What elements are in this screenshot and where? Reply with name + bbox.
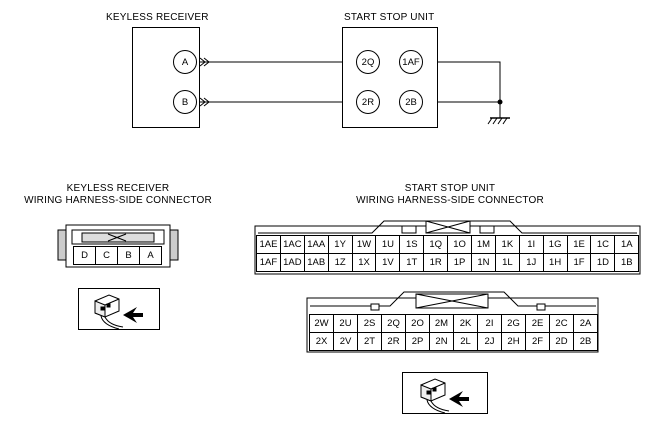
connector-pin-cell: 1AD bbox=[279, 253, 305, 272]
connector-pin-cell: 2F bbox=[525, 332, 550, 351]
ssu-pin-2b: 2B bbox=[399, 90, 423, 114]
connector-pin-cell: 1Z bbox=[327, 253, 353, 272]
connector-pin-cell: 2W bbox=[309, 314, 334, 333]
connector-pin-cell: 1Q bbox=[423, 235, 449, 254]
connector-plug-icon bbox=[94, 294, 143, 330]
keyless-receiver-title: KEYLESS RECEIVER bbox=[106, 12, 209, 23]
connector-pin-cell: 2M bbox=[429, 314, 454, 333]
ssu-connector-1-housing bbox=[254, 220, 641, 275]
connector-view-icon-frame bbox=[78, 288, 160, 330]
connector-pin-cell: 1E bbox=[566, 235, 592, 254]
connector-pin-cell: 2V bbox=[333, 332, 358, 351]
connector-pin-cell: 1U bbox=[375, 235, 401, 254]
connector-pin-cell: 2Q bbox=[381, 314, 406, 333]
keyless-connector-title-2: WIRING HARNESS-SIDE CONNECTOR bbox=[24, 195, 212, 206]
connector-pin-cell: 2D bbox=[549, 332, 574, 351]
keyless-connector-housing bbox=[57, 224, 179, 268]
connector-pin-cell: 1M bbox=[471, 235, 496, 254]
connector-pin-cell: 1AE bbox=[256, 235, 281, 254]
connector-pin-cell: 1AA bbox=[303, 235, 329, 254]
connector-pin-cell: 1L bbox=[494, 253, 520, 272]
connector-pin-cell: 2N bbox=[429, 332, 454, 351]
connector-pin-cell: 2R bbox=[381, 332, 406, 351]
keyless-connector-title-1: KEYLESS RECEIVER bbox=[66, 183, 170, 194]
connector-plug-icon bbox=[420, 378, 469, 414]
start-stop-unit-title: START STOP UNIT bbox=[344, 12, 435, 23]
connector-pin-cell: 1AF bbox=[256, 253, 281, 272]
connector-pin-cell: 2J bbox=[477, 332, 502, 351]
ground-icon bbox=[487, 117, 510, 125]
connector-pin-cell: 1AC bbox=[279, 235, 305, 254]
connector-pin-cell: 2T bbox=[357, 332, 382, 351]
keyless-pin-b: B bbox=[173, 90, 197, 114]
connector-pin-cell: 1G bbox=[542, 235, 568, 254]
connector-pin-cell: 1N bbox=[471, 253, 496, 272]
connector-pin-cell: 2B bbox=[573, 332, 598, 351]
connector-pin-cell: 2P bbox=[405, 332, 430, 351]
connector-pin-cell: 1Y bbox=[327, 235, 353, 254]
connector-pin-cell: 1J bbox=[518, 253, 544, 272]
ssu-pin-2q: 2Q bbox=[356, 50, 380, 74]
ssu-pin-2r: 2R bbox=[356, 90, 380, 114]
connector-pin-cell: 2A bbox=[573, 314, 598, 333]
connector-pin-cell: 2I bbox=[477, 314, 502, 333]
connector-pin-cell: 2L bbox=[453, 332, 478, 351]
connector-view-icon-frame-2 bbox=[402, 372, 488, 414]
ssu-connector-title-2: WIRING HARNESS-SIDE CONNECTOR bbox=[356, 195, 544, 206]
connector-pin-cell: 1I bbox=[518, 235, 544, 254]
connector-pin-cell: 2E bbox=[525, 314, 550, 333]
connector-pin-cell: 1X bbox=[351, 253, 377, 272]
connector-pin-cell: 1P bbox=[447, 253, 473, 272]
connector-pin-cell: 1V bbox=[375, 253, 401, 272]
connector-pin-cell: 1O bbox=[447, 235, 473, 254]
connector-pin-cell: 1D bbox=[590, 253, 616, 272]
ssu-connector-title-1: START STOP UNIT bbox=[404, 183, 496, 194]
connector-pin-cell: A bbox=[139, 246, 162, 265]
connector-pin-cell: 2K bbox=[453, 314, 478, 333]
connector-pin-cell: 2C bbox=[549, 314, 574, 333]
ssu-pin-1af: 1AF bbox=[399, 50, 423, 74]
connector-pin-cell: 1C bbox=[590, 235, 616, 254]
start-stop-unit-box bbox=[342, 27, 438, 128]
connector-pin-cell: 1R bbox=[423, 253, 449, 272]
connector-pin-cell: 1S bbox=[399, 235, 425, 254]
connector-pin-cell: 2O bbox=[405, 314, 430, 333]
connector-pin-cell: 2U bbox=[333, 314, 358, 333]
connector-pin-cell: B bbox=[117, 246, 140, 265]
connector-pin-cell: 2X bbox=[309, 332, 334, 351]
connector-pin-cell: 1T bbox=[399, 253, 425, 272]
connector-pin-cell: 2S bbox=[357, 314, 382, 333]
connector-pin-cell: 1A bbox=[614, 235, 640, 254]
connector-pin-cell: 2H bbox=[501, 332, 526, 351]
connector-pin-cell: 1B bbox=[614, 253, 640, 272]
connector-pin-cell: 1W bbox=[351, 235, 377, 254]
connector-pin-cell: 2G bbox=[501, 314, 526, 333]
connector-pin-cell: 1K bbox=[494, 235, 520, 254]
connector-pin-cell: C bbox=[95, 246, 118, 265]
keyless-pin-a: A bbox=[173, 50, 197, 74]
wire-1af bbox=[437, 61, 501, 102]
connector-pin-cell: 1AB bbox=[303, 253, 329, 272]
connector-pin-cell: 1H bbox=[542, 253, 568, 272]
connector-pin-cell: D bbox=[73, 246, 96, 265]
connector-pin-cell: 1F bbox=[566, 253, 592, 272]
ssu-connector-2-housing bbox=[306, 291, 599, 353]
